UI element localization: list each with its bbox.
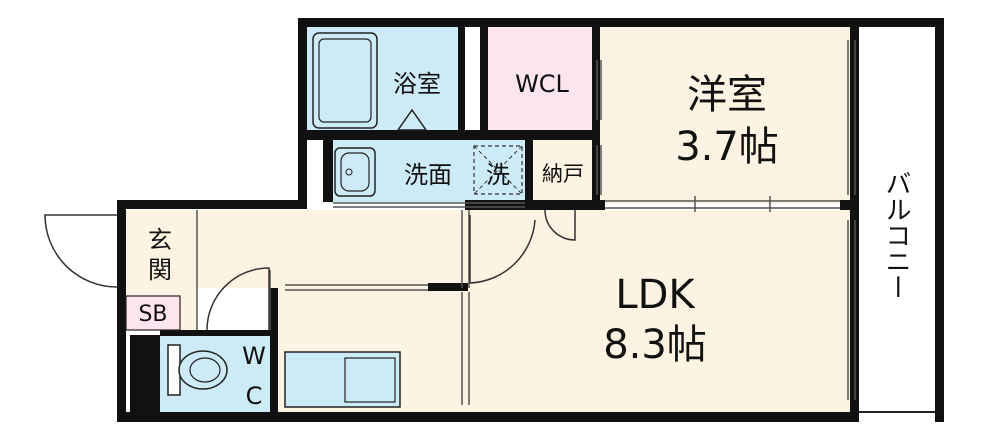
laundry-label: 洗 <box>486 161 510 189</box>
entrance-label-1: 玄 <box>148 226 172 254</box>
storage-door <box>544 209 576 241</box>
western-room-name: 洋室 <box>687 72 767 118</box>
ldk-size: 8.3帖 <box>603 322 707 368</box>
wcl-floor <box>488 26 600 132</box>
ldk-door <box>469 215 536 284</box>
bath-door-marker-icon <box>396 108 428 131</box>
entrance-door <box>44 214 118 288</box>
toilet-label-1: W <box>242 342 266 370</box>
storage-label: 納戸 <box>542 162 584 186</box>
storage-floor <box>533 140 600 204</box>
hallway-floor <box>197 210 465 288</box>
sb-box <box>125 295 181 331</box>
washroom-label: 洗面 <box>404 161 452 189</box>
kitchen-counter-icon <box>284 351 401 408</box>
western-room-size: 3.7帖 <box>675 124 779 170</box>
toilet-label-2: C <box>246 382 263 410</box>
toilet-icon <box>167 344 228 396</box>
entrance-label-2: 関 <box>148 256 172 284</box>
washing-machine-icon <box>473 145 523 195</box>
toilet-door <box>206 267 270 331</box>
bathroom-label: 浴室 <box>393 70 441 98</box>
windows <box>196 40 856 405</box>
doors <box>44 209 576 331</box>
bathtub-icon <box>312 32 378 129</box>
wcl-label: WCL <box>515 70 569 98</box>
ldk-name: LDK <box>615 272 696 318</box>
sb-label: SB <box>138 302 167 327</box>
western-room-floor <box>600 26 850 204</box>
balcony-label: バルコニー <box>881 170 911 300</box>
washbasin-icon <box>334 147 376 197</box>
